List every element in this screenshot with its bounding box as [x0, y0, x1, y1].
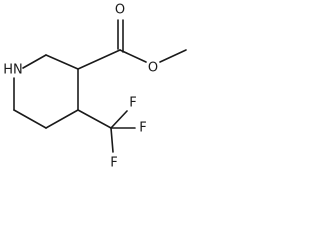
ester-oxygen-label: O: [148, 61, 158, 76]
bond-c5-c6: [13, 109, 47, 129]
chemical-structure-diagram: HN O O F F F: [3, 3, 187, 171]
carbonyl-oxygen-label: O: [115, 3, 125, 18]
trifluoromethyl-group: [77, 109, 136, 153]
bond-cf3-f-top: [110, 110, 128, 129]
fluorine-right-label: F: [139, 121, 146, 136]
bond-n-c2: [22, 54, 47, 69]
bond-c3-carbonyl: [77, 49, 121, 70]
bond-cf3-f-bottom: [110, 127, 114, 153]
methyl-ester-group: [77, 19, 187, 70]
nitrogen-label: HN: [3, 63, 23, 78]
bond-c2-c3: [45, 54, 79, 70]
bond-oxygen-methyl: [159, 49, 187, 63]
bond-c4-c5: [45, 109, 79, 129]
bond-carbonyl-oxygen: [119, 49, 147, 63]
piperidine-ring: [13, 54, 79, 129]
bond-c4-cf3: [77, 109, 112, 129]
fluorine-top-label: F: [129, 96, 136, 111]
fluorine-bottom-label: F: [110, 156, 117, 171]
